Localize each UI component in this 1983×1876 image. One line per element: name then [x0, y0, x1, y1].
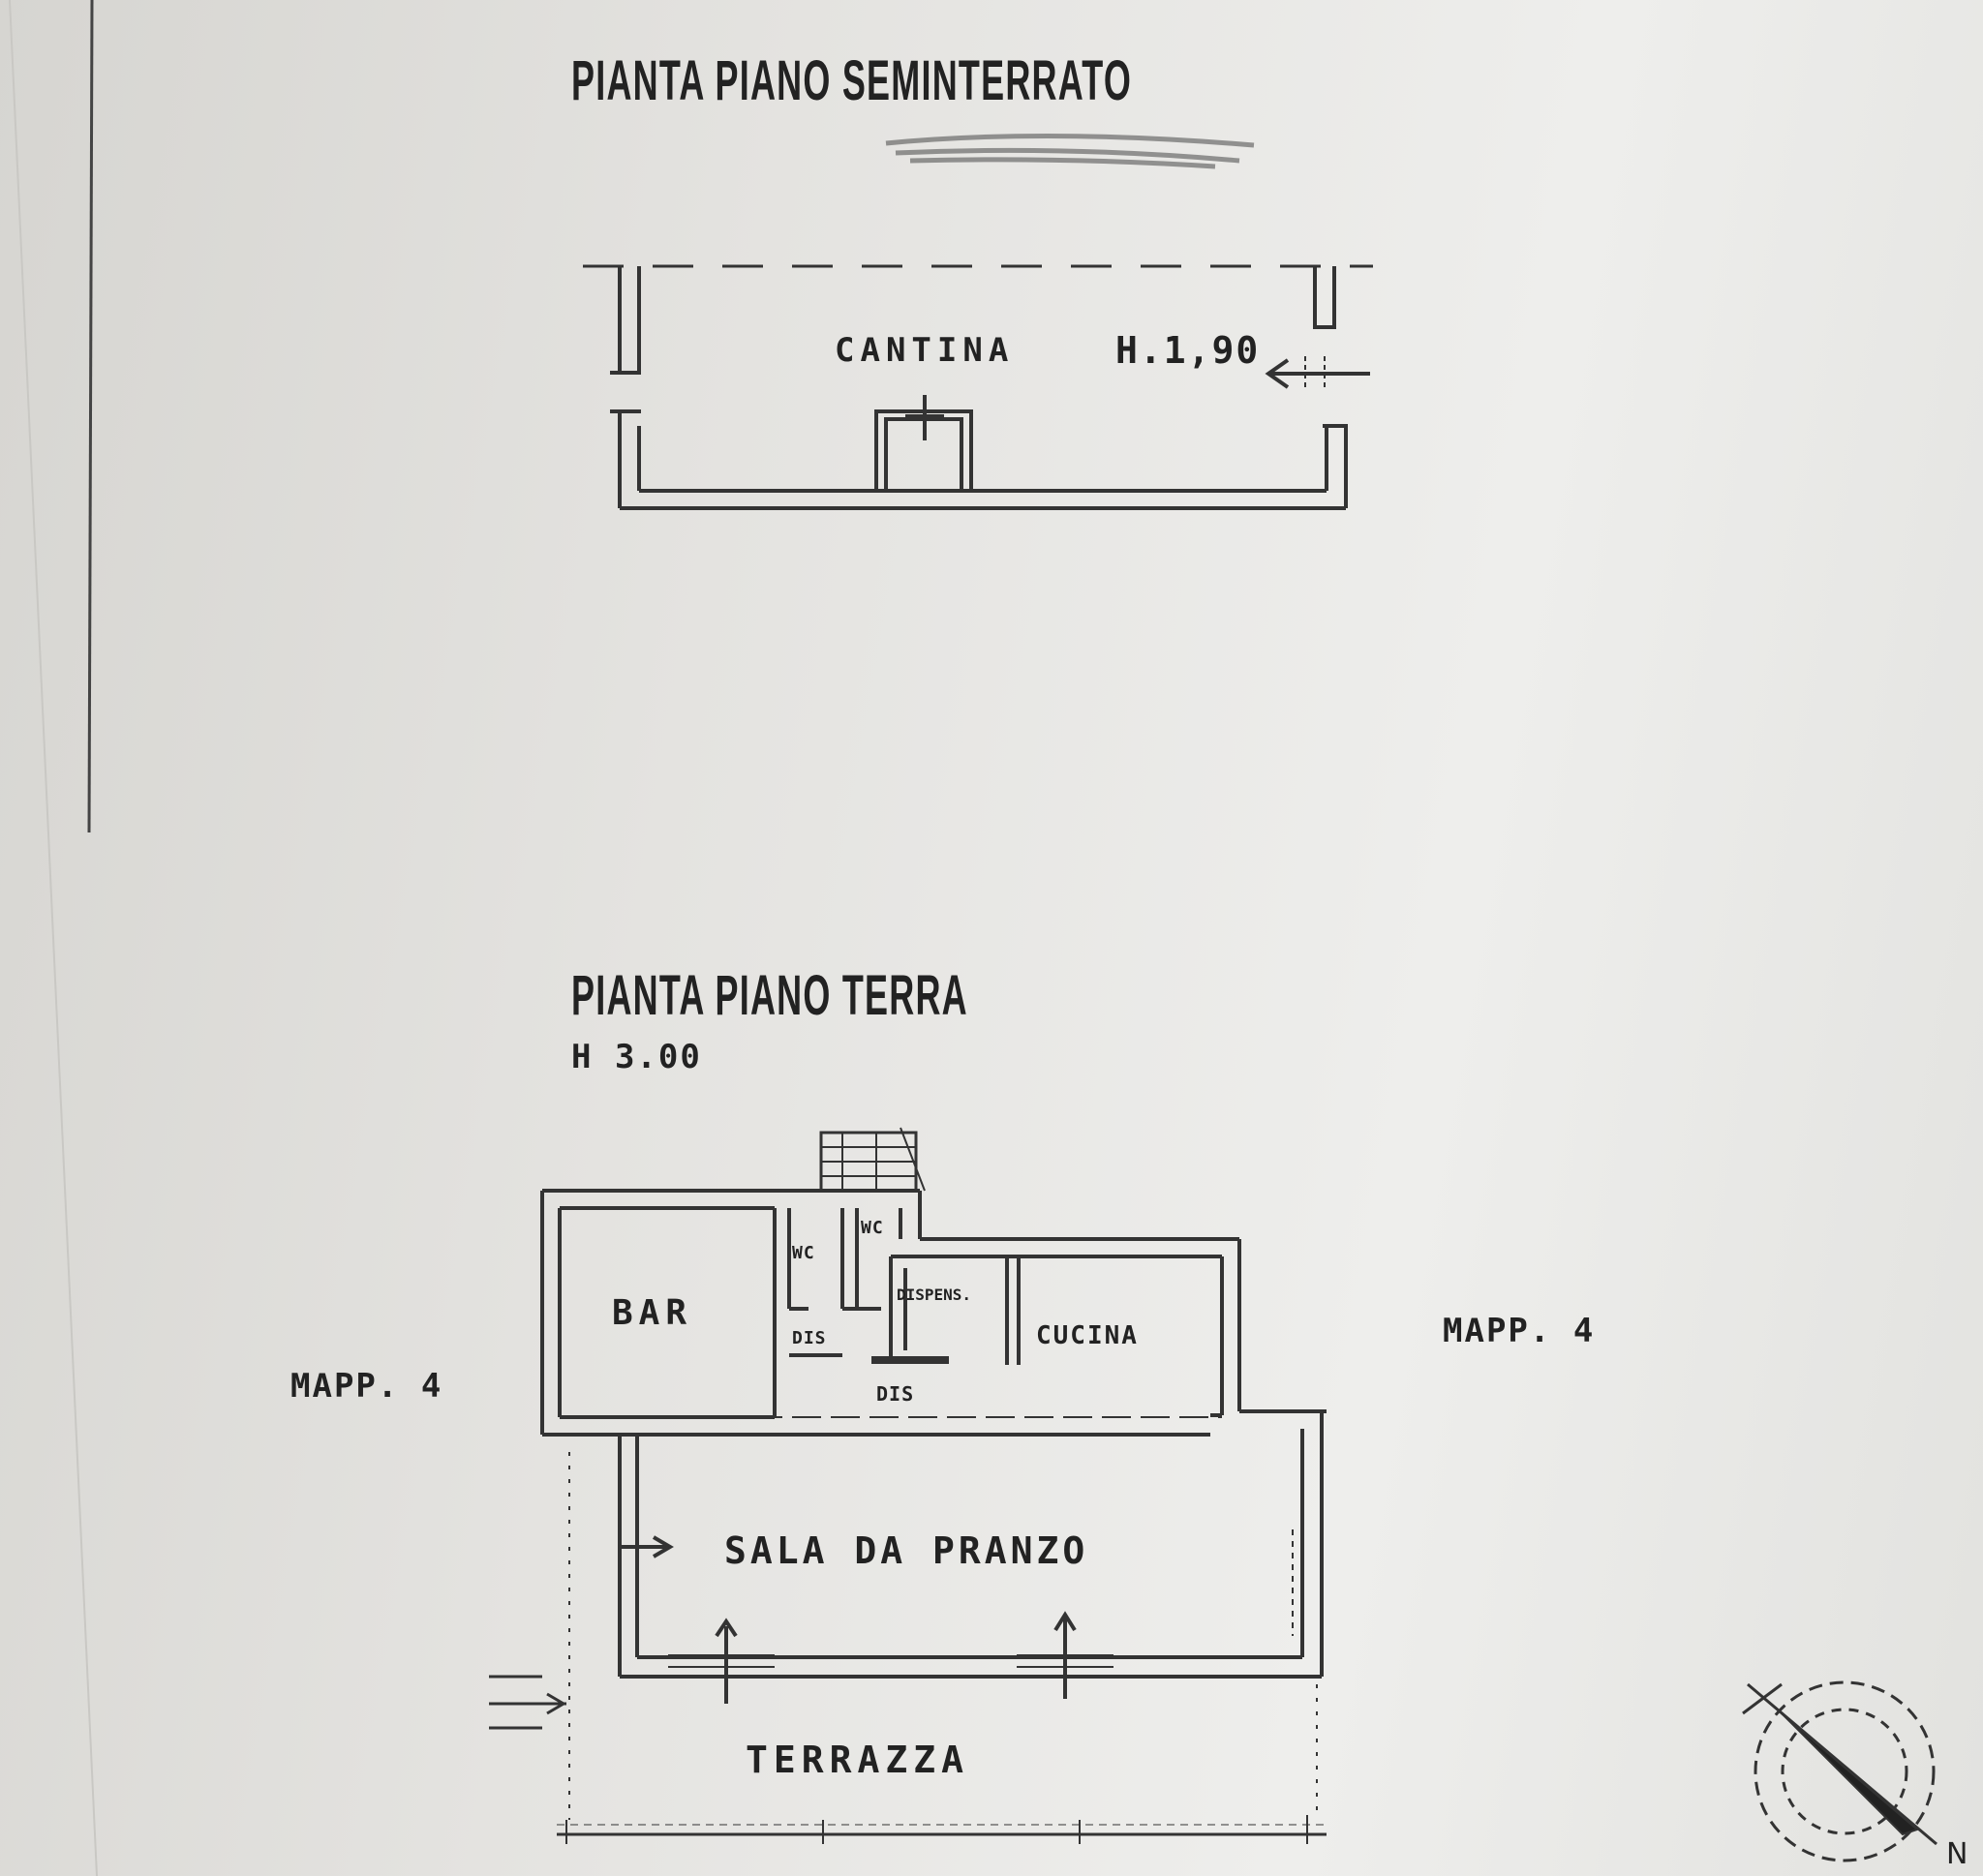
- mapp-left-label: MAPP. 4: [290, 1367, 443, 1406]
- north-label: N: [1946, 1837, 1968, 1871]
- bar-label: BAR: [612, 1293, 693, 1333]
- terrazza-label: TERRAZZA: [746, 1739, 970, 1781]
- mapp-right-label: MAPP. 4: [1443, 1312, 1596, 1350]
- dis1-label: DIS: [792, 1328, 827, 1348]
- basement-title: PIANTA PIANO SEMINTERRATO: [571, 49, 1133, 112]
- wc2-label: WC: [861, 1218, 884, 1238]
- cantina-label: CANTINA: [835, 331, 1015, 370]
- ground-height-label: H 3.00: [571, 1038, 702, 1076]
- sala-da-pranzo-label: SALA DA PRANZO: [724, 1529, 1089, 1572]
- ground-title: PIANTA PIANO TERRA: [571, 964, 968, 1027]
- basement-height-label: H.1,90: [1115, 329, 1261, 372]
- cucina-label: CUCINA: [1036, 1321, 1139, 1350]
- wc1-label: WC: [792, 1243, 815, 1263]
- dis2-label: DIS: [876, 1382, 915, 1406]
- dispensa-label: DISPENS.: [897, 1286, 972, 1304]
